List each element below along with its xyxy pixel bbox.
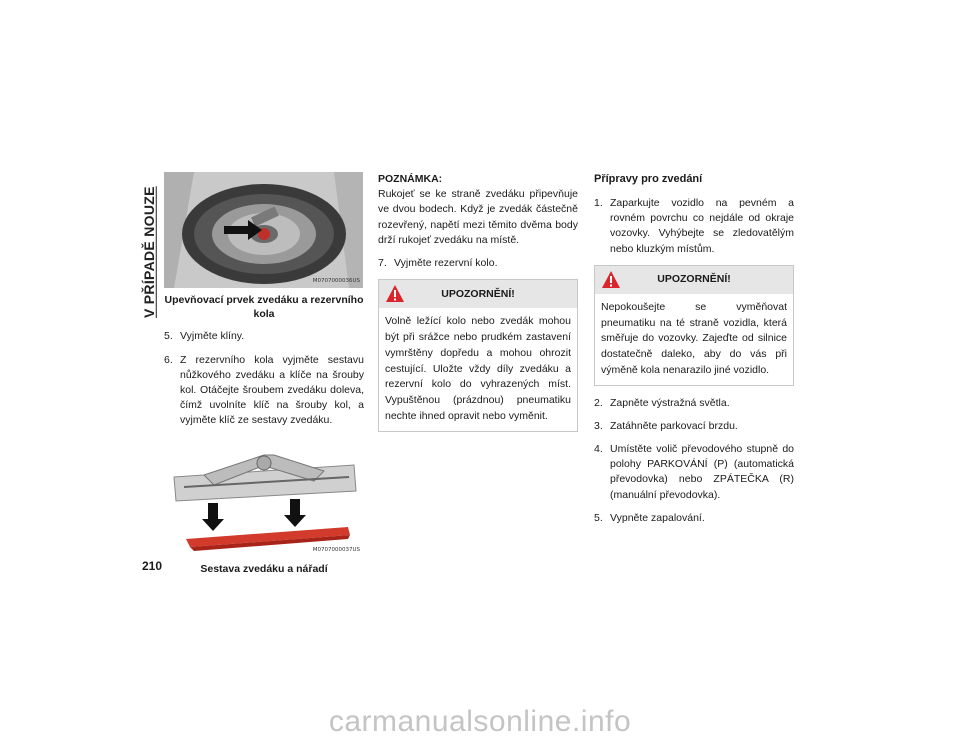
figure-code: M0707000037US xyxy=(312,546,360,553)
step-text: Zaparkujte vozidlo na pevném a rovném po… xyxy=(610,196,794,255)
column-1: M0707000036US Upevňovací prvek zvedáku a… xyxy=(164,172,364,584)
step-text: Vypněte zapalování. xyxy=(610,511,705,524)
step-text: Zapněte výstražná světla. xyxy=(610,396,730,409)
note-text: Rukojeť se ke straně zvedáku připevňuje … xyxy=(378,188,578,246)
list-item: 5. Vyjměte klíny. xyxy=(164,329,364,344)
warning-text: Nepokoušejte se vyměňovat pneumatiku na … xyxy=(601,300,787,376)
figure-code: M0707000036US xyxy=(312,278,360,285)
warning-title: UPOZORNĚNÍ! xyxy=(657,273,731,286)
spare-wheel-jack-image: M0707000036US xyxy=(164,172,363,288)
step-text: Vyjměte rezervní kolo. xyxy=(394,257,498,270)
jack-assembly-image: M0707000037US xyxy=(164,446,363,557)
step-number: 7. xyxy=(378,257,387,270)
jack-illustration xyxy=(164,446,363,557)
list-item: 3. Zatáhněte parkovací brzdu. xyxy=(594,419,794,434)
step-number: 4. xyxy=(594,443,603,455)
step-number: 2. xyxy=(594,396,603,409)
warning-icon xyxy=(602,270,620,288)
warning-header: UPOZORNĚNÍ! xyxy=(595,265,793,294)
warning-header: UPOZORNĚNÍ! xyxy=(379,280,577,309)
spare-wheel-illustration xyxy=(164,172,363,288)
step-text: Vyjměte klíny. xyxy=(180,330,245,343)
warning-box: UPOZORNĚNÍ! Nepokoušejte se vyměňovat pn… xyxy=(594,264,794,386)
step-number: 1. xyxy=(594,196,603,209)
step-text: Z rezervního kola vyjměte sestavu nůžkov… xyxy=(180,353,364,427)
figure-caption: Sestava zvedáku a nářadí xyxy=(200,562,328,575)
list-item: 5. Vypněte zapalování. xyxy=(594,511,794,526)
column-3: Přípravy pro zvedání 1. Zaparkujte vozid… xyxy=(594,172,794,534)
step-number: 5. xyxy=(164,330,173,343)
watermark: carmanualsonline.info xyxy=(328,705,632,738)
warning-text: Volně ležící kolo nebo zvedák mohou být … xyxy=(385,315,571,422)
figure-caption: Upevňovací prvek zvedáku a rezervního ko… xyxy=(164,294,364,320)
list-item: 6. Z rezervního kola vyjměte sestavu nůž… xyxy=(164,353,364,429)
list-item: 4. Umístěte volič převodového stupně do … xyxy=(594,442,794,503)
section-heading: Přípravy pro zvedání xyxy=(594,173,703,185)
list-item: 2. Zapněte výstražná světla. xyxy=(594,396,794,411)
section-title-vertical: V PŘÍPADĚ NOUZE xyxy=(134,170,164,335)
step-number: 6. xyxy=(164,353,173,366)
section-title: V PŘÍPADĚ NOUZE xyxy=(140,186,157,319)
warning-box: UPOZORNĚNÍ! Volně ležící kolo nebo zvedá… xyxy=(378,279,578,432)
note-heading: POZNÁMKA: xyxy=(378,173,443,185)
warning-title: UPOZORNĚNÍ! xyxy=(441,287,515,300)
step-number: 5. xyxy=(594,511,603,524)
list-item: 7. Vyjměte rezervní kolo. xyxy=(378,256,578,271)
column-2: POZNÁMKA: Rukojeť se ke straně zvedáku p… xyxy=(378,172,578,442)
step-number: 3. xyxy=(594,419,603,432)
warning-icon xyxy=(386,285,404,303)
step-text: Umístěte volič převodového stupně do pol… xyxy=(610,443,794,501)
list-item: 1. Zaparkujte vozidlo na pevném a rovném… xyxy=(594,196,794,257)
step-text: Zatáhněte parkovací brzdu. xyxy=(610,419,738,432)
page-number: 210 xyxy=(142,559,163,573)
